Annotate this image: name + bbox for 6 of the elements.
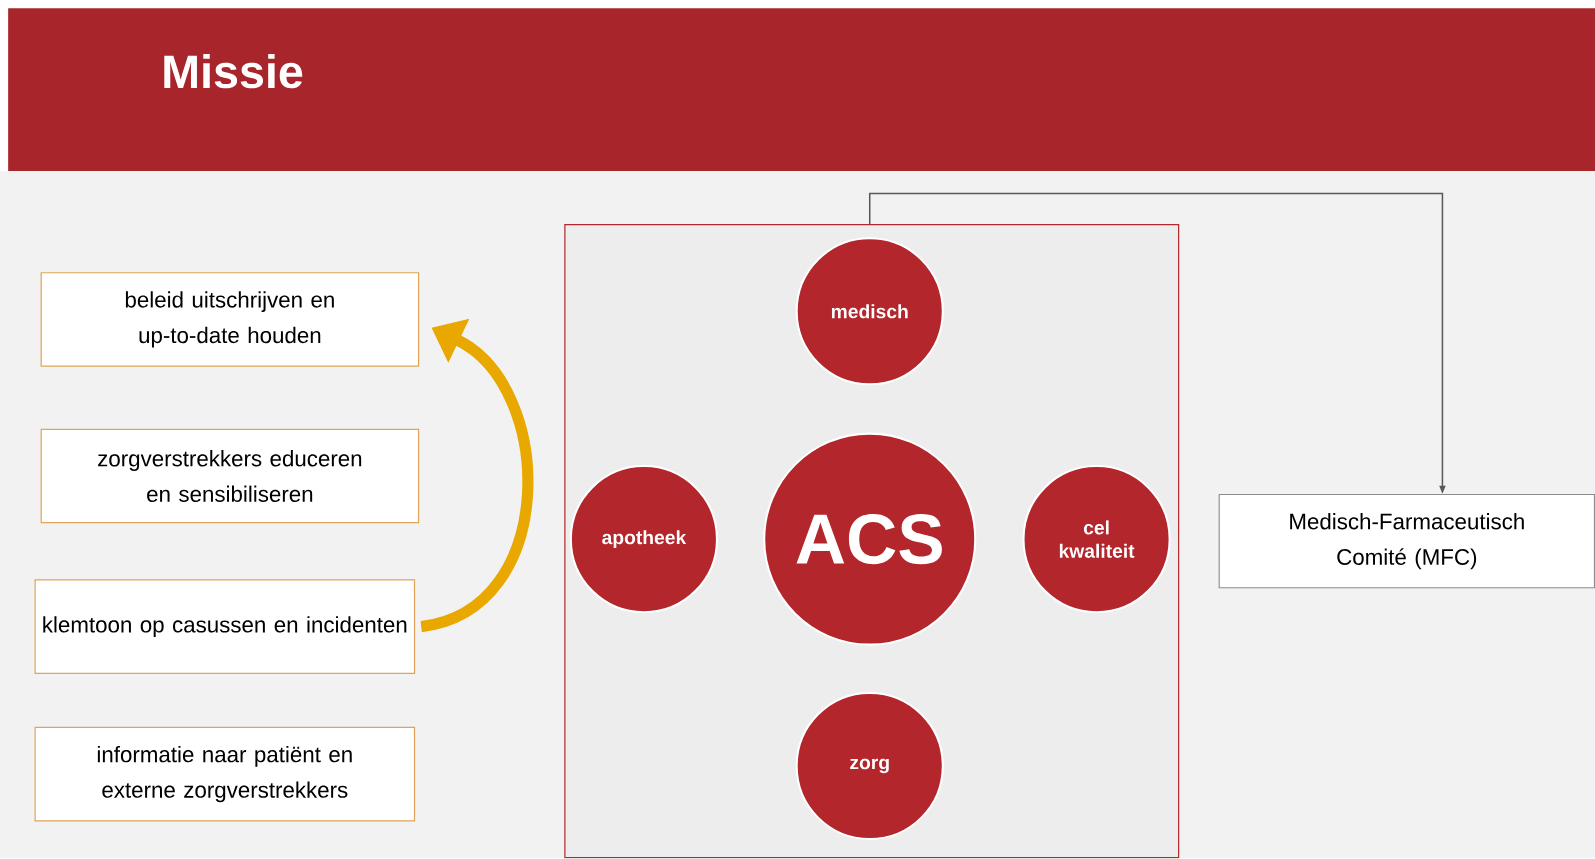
task-box: beleid uitschrijven en up-to-date houden [40,272,420,367]
committee-box: Medisch-Farmaceutisch Comité (MFC) [1218,494,1595,589]
task-box: zorgverstrekkers educeren en sensibiliseren [40,429,420,524]
slide-title: Missie [164,54,303,89]
task-box: klemtoon op casussen en incidenten [34,579,416,675]
task-box: informatie naar patiënt en externe zorgverstrekkers [34,727,416,822]
